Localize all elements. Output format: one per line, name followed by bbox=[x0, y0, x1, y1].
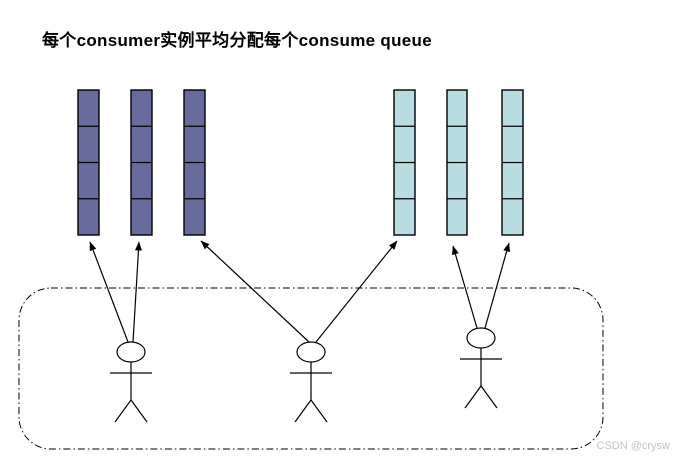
consumer-group-boundary bbox=[18, 287, 604, 450]
consumer-2 bbox=[290, 341, 332, 423]
assignment-arrow-consumer-1-to-consume-queue-1 bbox=[89, 241, 129, 343]
consume-queue-4 bbox=[393, 89, 416, 236]
consume-queue-6 bbox=[501, 89, 524, 236]
consumer-1-left-leg bbox=[114, 399, 132, 423]
consumer-2-right-leg bbox=[310, 399, 328, 423]
consume-queue-1 bbox=[77, 89, 100, 236]
consumer-1-head bbox=[116, 341, 146, 363]
consumer-1-right-leg bbox=[130, 399, 148, 423]
consumer-3-head bbox=[466, 327, 496, 349]
consumer-1 bbox=[110, 341, 152, 423]
consume-queue-3 bbox=[183, 89, 206, 236]
assignment-arrow-consumer-2-to-consume-queue-4 bbox=[315, 240, 398, 343]
consumer-3 bbox=[460, 327, 502, 409]
assignment-arrow-consumer-3-to-consume-queue-6 bbox=[484, 242, 511, 329]
assignment-arrow-consumer-3-to-consume-queue-5 bbox=[452, 245, 478, 329]
watermark: CSDN @crysw bbox=[596, 440, 671, 452]
consume-queue-5 bbox=[446, 89, 468, 236]
assignment-arrow-consumer-1-to-consume-queue-2 bbox=[132, 241, 142, 343]
consumer-2-left-leg bbox=[294, 399, 312, 423]
consume-queue-2 bbox=[130, 89, 153, 236]
consumer-3-left-leg bbox=[464, 385, 482, 409]
consumer-2-head bbox=[296, 341, 326, 363]
page-title: 每个consumer实例平均分配每个consume queue bbox=[42, 31, 432, 50]
assignment-arrow-consumer-2-to-consume-queue-3 bbox=[200, 240, 310, 343]
consumer-3-right-leg bbox=[480, 385, 498, 409]
